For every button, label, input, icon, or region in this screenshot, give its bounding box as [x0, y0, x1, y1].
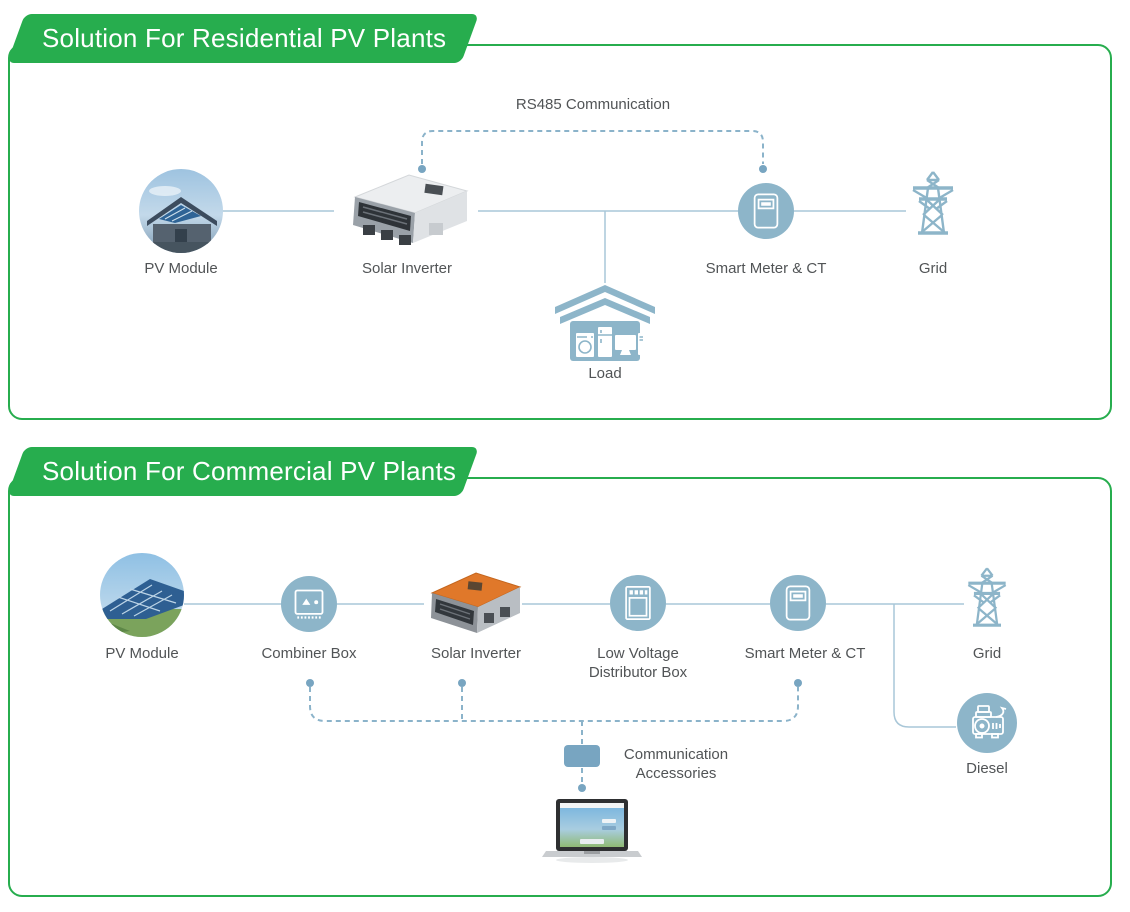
residential-load-node — [553, 283, 657, 363]
residential-smart-meter-node — [738, 183, 794, 239]
residential-pv-module-photo — [139, 169, 223, 253]
commercial-title-banner: Solution For Commercial PV Plants — [7, 447, 479, 496]
commercial-connectors — [184, 603, 964, 792]
residential-connectors — [222, 130, 906, 283]
residential-title: Solution For Residential PV Plants — [42, 23, 447, 53]
lv-distributor-box-icon — [625, 586, 651, 620]
smart-meter-icon — [753, 193, 779, 229]
commercial-pv-module-label: PV Module — [105, 645, 179, 662]
residential-grid-node — [903, 168, 963, 244]
residential-pv-module-label: PV Module — [144, 260, 218, 277]
commercial-smart-meter-node — [770, 575, 826, 631]
commercial-solar-inverter-label: Solar Inverter — [430, 645, 522, 662]
combiner-box-icon — [294, 589, 324, 619]
commercial-grid-node — [959, 565, 1015, 635]
commercial-diesel-label: Diesel — [966, 760, 1008, 777]
comm-label-line2: Accessories — [635, 765, 717, 782]
residential-grid-label: Grid — [918, 260, 948, 277]
commercial-pv-module-photo — [100, 553, 184, 637]
lv-label-line1: Low Voltage — [597, 645, 679, 662]
grid-tower-icon — [912, 171, 954, 235]
pv-field-icon — [100, 553, 184, 637]
grid-tower-icon — [967, 567, 1007, 627]
commercial-laptop-node — [542, 797, 642, 867]
commercial-lv-distributor-label: Low Voltage Distributor Box — [558, 644, 718, 682]
laptop-image — [542, 799, 642, 863]
commercial-diesel-node — [957, 693, 1017, 753]
residential-solar-inverter-photo — [333, 165, 479, 257]
house-roof-pv-icon — [139, 169, 223, 253]
commercial-combiner-box-label: Combiner Box — [261, 645, 357, 662]
solar-inverter-image — [353, 174, 469, 245]
commercial-title: Solution For Commercial PV Plants — [42, 456, 457, 486]
residential-load-label: Load — [588, 365, 622, 382]
smart-meter-icon — [785, 585, 811, 621]
lv-label-line2: Distributor Box — [588, 664, 688, 681]
commercial-comm-accessories-label: Communication Accessories — [606, 745, 746, 783]
residential-title-banner: Solution For Residential PV Plants — [7, 14, 479, 63]
load-house-icon — [555, 285, 655, 361]
residential-smart-meter-label: Smart Meter & CT — [705, 260, 827, 277]
residential-solar-inverter-label: Solar Inverter — [361, 260, 453, 277]
commercial-lv-distributor-node — [610, 575, 666, 631]
residential-rs485-label: RS485 Communication — [515, 96, 671, 113]
commercial-smart-meter-label: Smart Meter & CT — [744, 645, 866, 662]
diesel-generator-icon — [972, 705, 1007, 739]
commercial-combiner-box-node — [281, 576, 337, 632]
commercial-solar-inverter-photo — [418, 563, 530, 645]
commercial-grid-label: Grid — [972, 645, 1002, 662]
communication-accessories-icon — [564, 745, 600, 767]
comm-label-line1: Communication — [623, 746, 729, 763]
commercial-inverter-image — [430, 572, 522, 633]
